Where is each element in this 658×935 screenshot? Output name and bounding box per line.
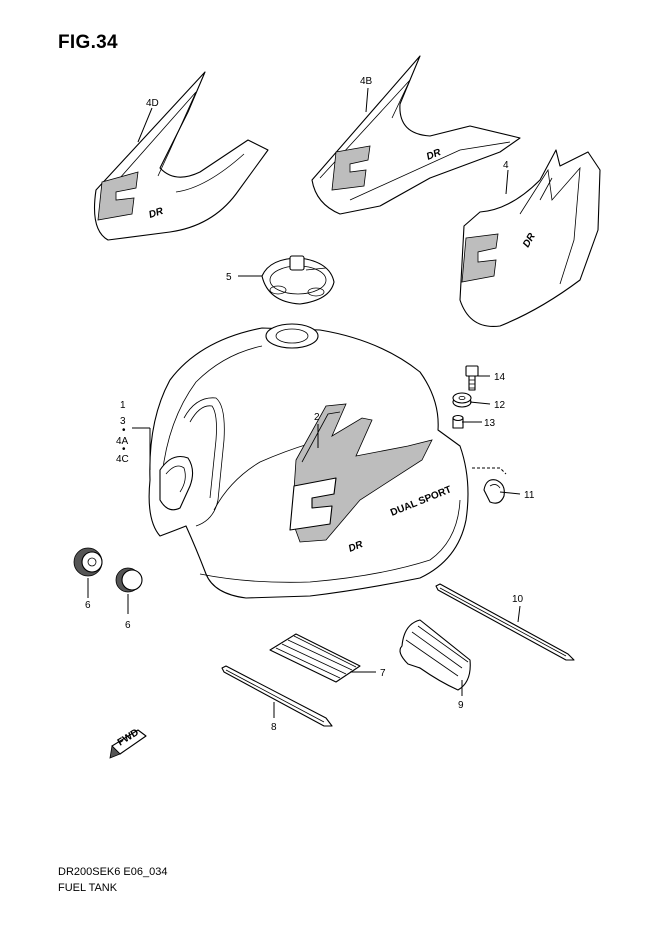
callout-4B: 4B: [360, 76, 373, 87]
bolt-14: [465, 365, 479, 391]
callout-11: 11: [524, 490, 535, 501]
leader-lines: [87, 87, 521, 718]
cover-9: [399, 619, 471, 691]
callout-9: 9: [458, 700, 464, 711]
cushion-6-left: [73, 547, 103, 577]
callout-6-left: 6: [85, 600, 91, 611]
callout-1: 1: [120, 400, 126, 411]
callout-14: 14: [494, 372, 506, 383]
callout-dot-2: •: [122, 444, 126, 455]
pad-7: [269, 633, 361, 683]
washer-12: [452, 392, 472, 408]
band-10: [435, 583, 575, 661]
callout-3: 3: [120, 416, 126, 427]
callout-10: 10: [512, 594, 524, 605]
band-8: [221, 665, 333, 727]
callout-4A: 4A: [116, 436, 129, 447]
diagram-name: FUEL TANK: [58, 882, 118, 894]
callout-labels: 4D 4B 4 5 1 3 • 4A • 4C 2 14 12 13 11 6 …: [85, 76, 535, 733]
decal-4B: DR: [311, 55, 521, 215]
callout-13: 13: [484, 418, 496, 429]
cushion-6-right: [115, 567, 143, 593]
callout-4C: 4C: [116, 454, 129, 465]
decal-4: DR: [459, 149, 601, 328]
callout-4: 4: [503, 160, 509, 171]
callout-5: 5: [226, 272, 232, 283]
fuel-tank: DUAL SPORT DR: [148, 323, 469, 599]
diagram-code: DR200SEK6 E06_034: [58, 866, 168, 878]
callout-8: 8: [271, 722, 277, 733]
fuel-cap: [261, 255, 335, 305]
decal-4D: DR: [93, 71, 269, 241]
callout-4D: 4D: [146, 98, 159, 109]
callout-2: 2: [314, 412, 320, 423]
decal-4B-logo: DR: [425, 147, 443, 163]
cushion-11: [483, 479, 505, 504]
callout-12: 12: [494, 400, 506, 411]
callout-6-right: 6: [125, 620, 131, 631]
callout-7: 7: [380, 668, 386, 679]
callout-dot-1: •: [122, 425, 126, 436]
tank-dr-logo: DR: [347, 539, 365, 555]
collar-13: [452, 414, 464, 429]
decal-4D-logo: DR: [148, 206, 166, 221]
forward-arrow-icon: FWD: [109, 727, 147, 759]
figure-title: FIG.34: [58, 32, 118, 53]
